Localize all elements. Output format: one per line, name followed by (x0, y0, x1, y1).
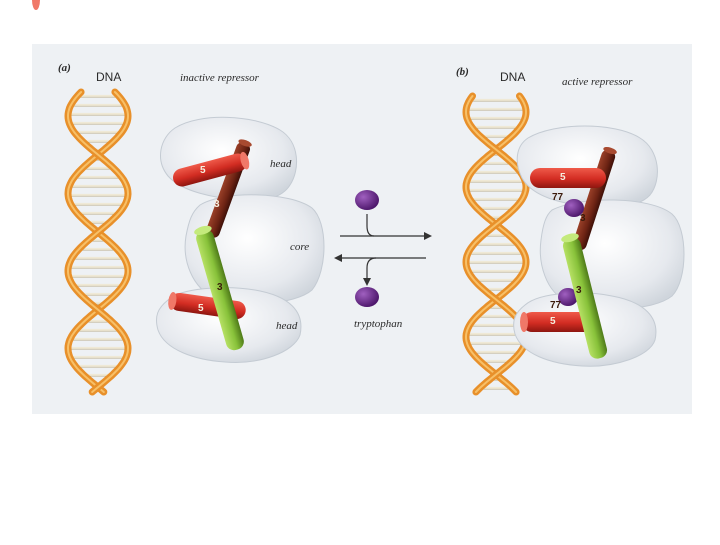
helix-number-a-mid-3: 3 (217, 282, 223, 293)
helix-number-b-top-5: 5 (560, 172, 566, 183)
tryptophan-molecule-bottom (355, 287, 379, 307)
head-label-top: head (270, 158, 291, 170)
helix-number-a-top-3: 3 (214, 199, 220, 210)
inactive-repressor-label: inactive repressor (180, 72, 259, 84)
helix-number-b-top-3: 3 (580, 213, 586, 224)
panel-a-letter: (a) (58, 62, 71, 74)
dna-label-a: DNA (96, 70, 121, 84)
residue-label-b-bot-77: 77 (550, 300, 561, 311)
active-repressor-label: active repressor (562, 76, 632, 88)
helix-number-b-bot-5: 5 (550, 316, 556, 327)
head-label-bottom: head (276, 320, 297, 332)
residue-label-b-top-77: 77 (552, 192, 563, 203)
core-label: core (290, 241, 309, 253)
helix-number-a-bot-5: 5 (198, 303, 204, 314)
panel-b-letter: (b) (456, 66, 469, 78)
dna-label-b: DNA (500, 70, 525, 84)
helix-number-b-mid-3: 3 (576, 285, 582, 296)
tryptophan-molecule-top (355, 190, 379, 210)
tryptophan-label: tryptophan (354, 318, 402, 330)
helix-number-a-top-5: 5 (200, 165, 206, 176)
